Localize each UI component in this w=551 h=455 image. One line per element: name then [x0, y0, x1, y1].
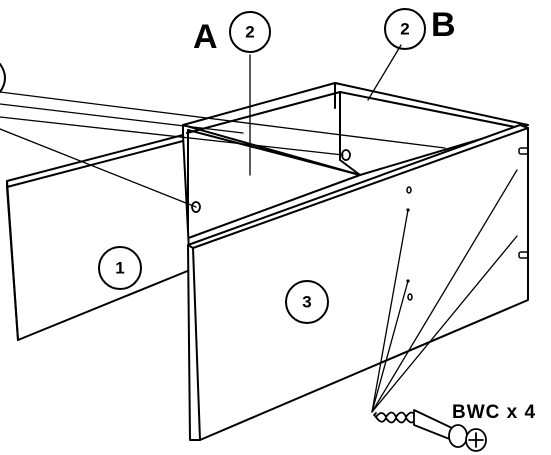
part-2-a-circle	[229, 11, 271, 53]
part-3-label: 3	[302, 293, 311, 312]
left-side-panel	[6, 134, 191, 341]
part-2-a-label: 2	[245, 23, 254, 42]
part-1-label: 1	[115, 259, 124, 278]
part-1-circle	[98, 246, 142, 290]
section-a-label: A	[193, 18, 218, 56]
section-b-label: B	[431, 6, 456, 44]
bwc-connector-icon	[373, 409, 487, 452]
leader-lines-bwc	[371, 169, 518, 413]
hardware-label: BWC x 4	[452, 402, 536, 423]
leader-part-2-b	[367, 44, 402, 101]
part-3-circle	[285, 280, 329, 324]
leader-lines-left	[0, 63, 446, 208]
part-2-b-label: 2	[400, 20, 409, 39]
part-2-b-circle	[384, 8, 426, 50]
front-panel	[187, 124, 529, 441]
cabinet-box	[182, 82, 529, 241]
